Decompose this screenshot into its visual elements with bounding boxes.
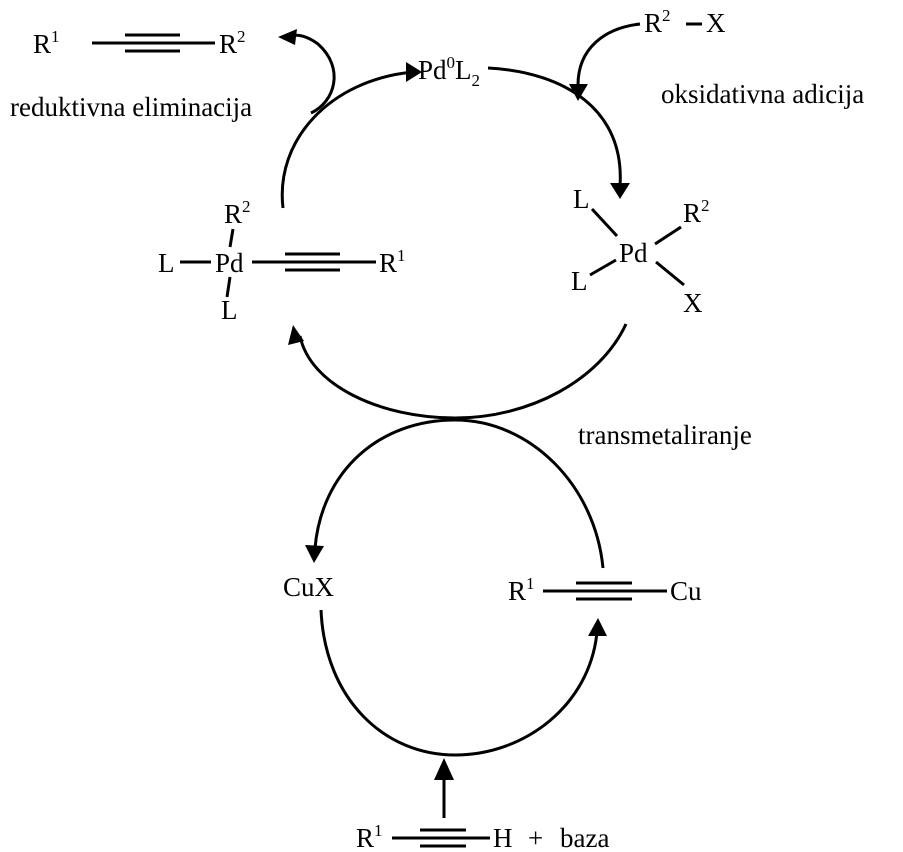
curved-arrow-icon <box>278 29 297 45</box>
cu-acetylide-cu: Cu <box>670 576 702 606</box>
oxidative-addition-arc <box>487 66 622 187</box>
straight-arrow-icon <box>406 62 422 82</box>
pd-halide-x: X <box>683 288 703 318</box>
caption-transmetalation: transmetaliranje <box>578 420 752 450</box>
halide-r2: R2 <box>644 6 671 38</box>
terminal-alkyne-and-base: R1 H + baza <box>356 821 609 852</box>
pd-alkynyl-complex: R2 L Pd L R1 <box>158 197 406 325</box>
pd-alkynyl-r1: R1 <box>379 246 406 278</box>
triple-bond-icon <box>543 581 667 601</box>
product-release-curved-arrow <box>289 33 336 115</box>
cu-acetylide-r1: R1 <box>508 574 535 606</box>
plus-sign: + <box>528 823 543 852</box>
straight-arrow-icon <box>305 545 324 563</box>
product-r1: R1 <box>33 27 60 59</box>
pd-halide-r2: R2 <box>683 196 710 228</box>
pd-halide-pd: Pd <box>619 238 648 268</box>
reductive-elimination-arc <box>280 70 414 209</box>
pd0-l2-label: Pd0L2 <box>418 53 480 90</box>
copper-acetylide: R1 Cu <box>508 574 702 606</box>
triple-bond-icon <box>92 33 215 53</box>
pd-halide-complex: L R2 Pd L X <box>571 184 710 318</box>
triple-bond-icon <box>252 252 376 272</box>
base-label: baza <box>560 823 609 852</box>
product-alkyne: R1 R2 <box>33 27 246 59</box>
transmetalation-arc <box>298 323 628 420</box>
straight-arrow-icon <box>434 758 454 780</box>
halide-x: X <box>706 8 726 38</box>
straight-arrow-icon <box>588 618 607 636</box>
caption-oxidative-addition: oksidativna adicija <box>661 79 864 109</box>
cux-label: CuX <box>283 572 335 602</box>
pd-alkynyl-l-left: L <box>158 248 175 278</box>
triple-bond-icon <box>392 828 490 848</box>
pd-alkynyl-r2: R2 <box>224 197 251 229</box>
straight-arrow-icon <box>610 183 630 199</box>
curved-arrow-icon <box>569 84 588 101</box>
alkyne-r1: R1 <box>356 821 383 852</box>
straight-arrow-icon <box>288 325 304 345</box>
pd-halide-l-bottom: L <box>571 266 588 296</box>
copper-cycle-upper-arc <box>313 418 605 569</box>
pd-alkynyl-l-bottom: L <box>221 295 238 325</box>
aryl-halide: R2 X <box>644 6 726 38</box>
halide-entry-curved-arrow <box>576 22 641 86</box>
caption-reductive-elimination: reduktivna eliminacija <box>10 92 252 122</box>
copper-cycle-lower-arc <box>319 609 599 757</box>
pd-halide-l-top: L <box>573 184 590 214</box>
product-r2: R2 <box>219 27 246 59</box>
pd-alkynyl-pd: Pd <box>215 248 244 278</box>
alkyne-h: H <box>493 823 513 852</box>
